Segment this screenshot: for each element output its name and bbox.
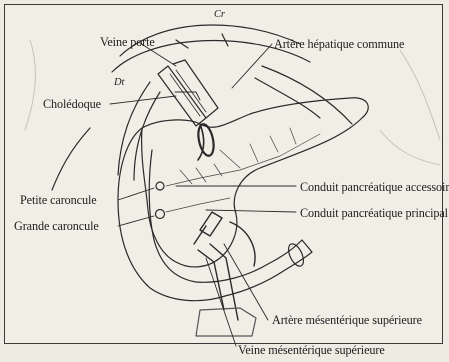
label-sup-mesenteric-artery: Artère mésentérique supérieure — [272, 314, 422, 326]
label-major-papilla: Grande caroncule — [14, 220, 99, 232]
orientation-right: Dt — [114, 78, 124, 89]
label-minor-papilla: Petite caroncule — [20, 194, 97, 206]
label-sup-mesenteric-vein: Veine mésentérique supérieure — [238, 344, 385, 356]
label-main-duct: Conduit pancréatique principal — [300, 207, 448, 219]
label-common-hepatic-artery: Artère hépatique commune — [274, 38, 404, 50]
major-papilla-mark — [156, 210, 165, 219]
portal-vein-bundle — [158, 60, 218, 126]
orientation-cranial: Cr — [214, 10, 225, 21]
label-bile-duct: Cholédoque — [43, 98, 101, 110]
label-portal-vein: Veine porte — [100, 36, 155, 48]
duct-network — [166, 128, 320, 212]
label-accessory-duct: Conduit pancréatique accessoire — [300, 181, 449, 193]
minor-papilla-mark — [156, 182, 164, 190]
